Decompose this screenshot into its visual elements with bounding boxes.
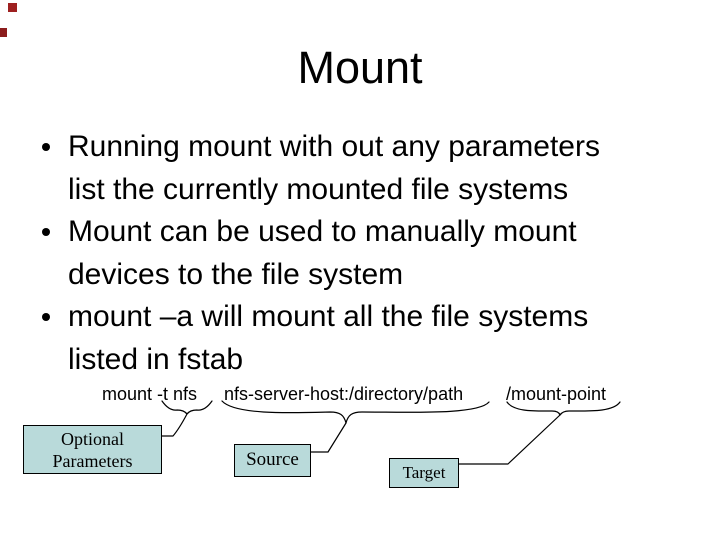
- optional-parameters-label-line-2: Parameters: [52, 451, 133, 471]
- bullet-2-line-1: Mount can be used to manually mount: [68, 215, 577, 248]
- bullet-3-line-1: mount –a will mount all the file systems: [68, 300, 589, 333]
- command-target-text: /mount-point: [506, 384, 607, 404]
- target-label: Target: [402, 463, 446, 482]
- connector-target: [457, 414, 561, 465]
- bullet-text-2: Mount can be used to manually mount devi…: [68, 211, 577, 296]
- slide-title: Mount: [297, 42, 423, 93]
- bullet-dot-icon: [42, 228, 50, 236]
- source-label-box: Source: [234, 444, 311, 477]
- connector-optional-params: [161, 413, 188, 437]
- command-source-text: nfs-server-host:/directory/path: [224, 384, 464, 404]
- bullet-item-1: Running mount with out any parameters li…: [40, 126, 690, 211]
- target-label-box: Target: [389, 458, 459, 488]
- command-optional-params-text: mount -t nfs: [102, 384, 198, 404]
- bullet-text-1: Running mount with out any parameters li…: [68, 126, 600, 211]
- bullet-item-2: Mount can be used to manually mount devi…: [40, 211, 690, 296]
- bullet-2-line-2: devices to the file system: [68, 257, 404, 291]
- red-edge-marker-left: [0, 28, 7, 37]
- optional-parameters-label-line-1: Optional: [61, 429, 124, 449]
- brace-source: [221, 400, 490, 424]
- connector-source: [310, 422, 347, 453]
- bullet-list: Running mount with out any parameters li…: [40, 126, 690, 381]
- bullet-1-line-2: list the currently mounted file systems: [68, 172, 569, 206]
- bullet-text-3: mount –a will mount all the file systems…: [68, 296, 588, 381]
- bullet-item-3: mount –a will mount all the file systems…: [40, 296, 690, 381]
- bullet-1-line-1: Running mount with out any parameters: [68, 130, 600, 163]
- bullet-3-line-2: listed in fstab: [68, 342, 244, 376]
- bullet-dot-icon: [42, 143, 50, 151]
- red-edge-marker-top: [8, 3, 17, 12]
- optional-parameters-label-box: Optional Parameters: [23, 425, 162, 474]
- source-label: Source: [246, 449, 299, 470]
- bullet-dot-icon: [42, 313, 50, 321]
